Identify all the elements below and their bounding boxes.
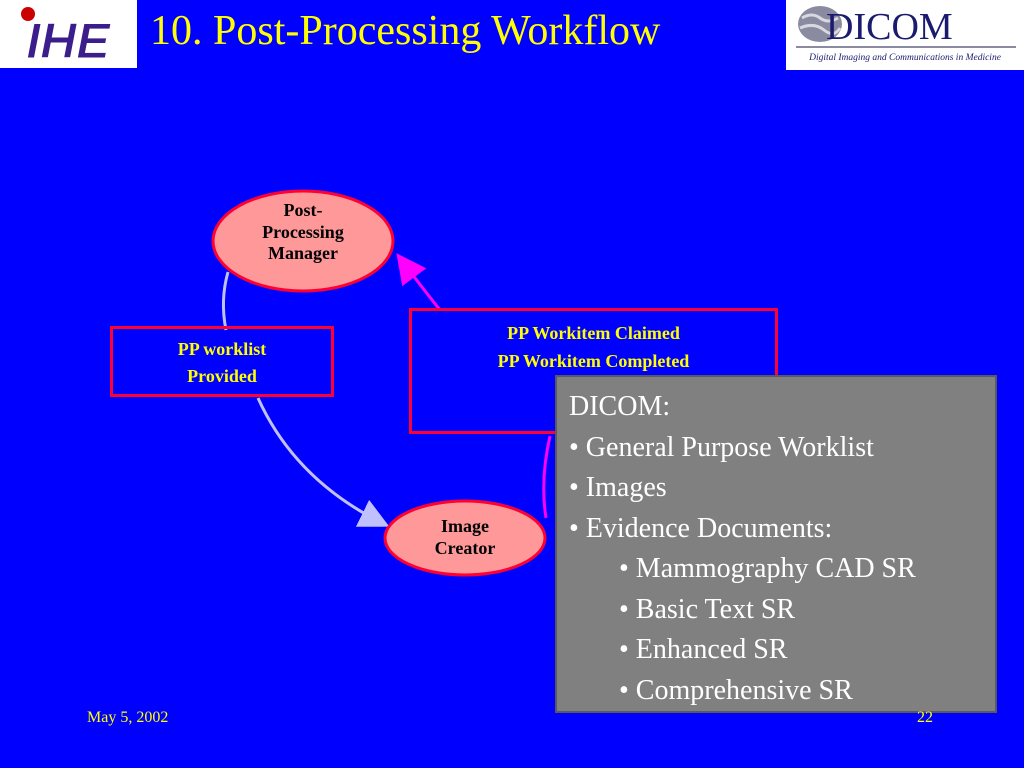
dicom-logo-tagline: Digital Imaging and Communications in Me… (808, 53, 1001, 63)
ihe-logo-graphic: IHE (21, 7, 112, 70)
page-title: 10. Post-Processing Workflow (150, 8, 661, 54)
ihe-logo-text: IHE (26, 13, 111, 68)
note-heading: DICOM: (569, 391, 671, 422)
pp-manager-label-line: Manager (268, 243, 338, 264)
dicom-logo: DICOM Digital Imaging and Communications… (786, 0, 1024, 70)
note-item: • Evidence Documents: (569, 512, 833, 544)
note-subitem: • Mammography CAD SR (619, 553, 916, 584)
dicom-note: DICOM: • General Purpose Worklist • Imag… (555, 375, 997, 713)
page-number: 22 (917, 709, 933, 726)
transaction-label: Provided (187, 366, 257, 386)
worklist-transaction-box: PP worklist Provided (110, 326, 334, 397)
pp-manager-node (211, 189, 395, 293)
transaction-label: PP Workitem Completed (497, 351, 690, 371)
globe-icon (798, 6, 842, 42)
image-creator-label-line: Image (441, 516, 489, 536)
workitem-connector-bottom (542, 435, 552, 519)
dicom-logo-graphic: DICOM Digital Imaging and Communications… (796, 6, 1016, 63)
note-subitem: • Enhanced SR (619, 634, 788, 665)
footer-date: May 5, 2002 (87, 709, 169, 726)
dicom-logo-text: DICOM (826, 6, 953, 48)
note-subitem: • Basic Text SR (619, 593, 796, 625)
image-creator-label: Image Creator (395, 516, 535, 559)
worklist-arrow (256, 397, 390, 527)
ihe-logo-dot (21, 7, 35, 21)
note-subitem: • Comprehensive SR (619, 674, 853, 706)
pp-manager-label: Post- Processing Manager (223, 200, 383, 265)
ihe-logo: IHE (0, 0, 137, 70)
workitem-arrow (396, 253, 442, 311)
transaction-label: PP Workitem Claimed (507, 323, 680, 343)
worklist-connector-top (221, 271, 230, 331)
image-creator-node (383, 499, 547, 577)
note-item: • General Purpose Worklist (569, 431, 874, 463)
pp-manager-label-line: Processing (262, 221, 344, 242)
transaction-label: PP worklist (177, 339, 267, 359)
note-item: • Images (569, 472, 667, 503)
image-creator-label-line: Creator (434, 537, 496, 558)
pp-manager-label-line: Post- (283, 200, 323, 220)
